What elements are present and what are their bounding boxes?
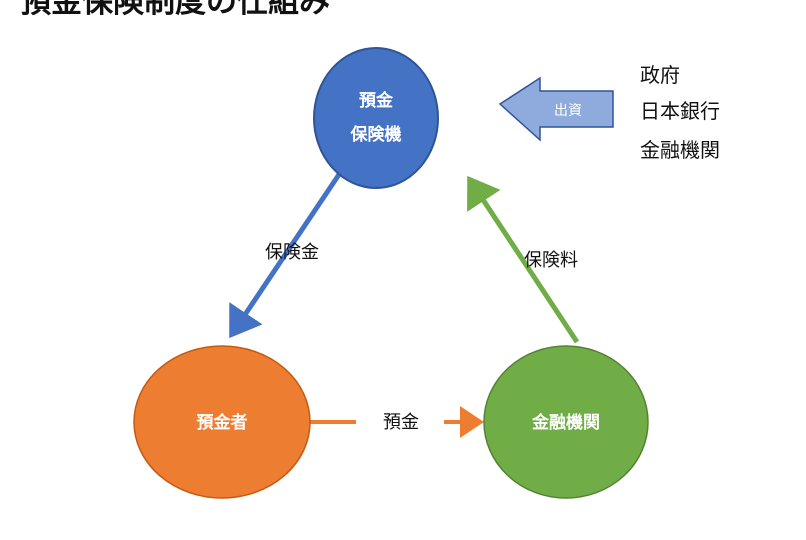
premium-arrow [467,175,580,344]
financial-institution-label: 金融機関 [531,412,600,433]
financial-institution-node [483,345,649,499]
depositor-node [133,345,311,499]
investment-label: 出資 [554,103,582,119]
investment-arrow [498,76,614,142]
investor-government: 政府 [640,63,680,87]
depositor-label: 預金者 [197,412,248,433]
insurer-label-line2: 保険機 [350,124,402,145]
payout-label: 保険金 [265,242,319,263]
payout-arrow [229,168,345,339]
deposit-label: 預金 [383,412,419,433]
page-title: 預金保険制度の仕組み [20,0,330,20]
investor-boj: 日本銀行 [640,99,720,123]
insurer-label-line1: 預金 [359,90,394,111]
premium-label: 保険料 [524,250,578,271]
deposit-insurance-corp-node [313,47,439,189]
investor-financial-institutions: 金融機関 [640,138,720,162]
